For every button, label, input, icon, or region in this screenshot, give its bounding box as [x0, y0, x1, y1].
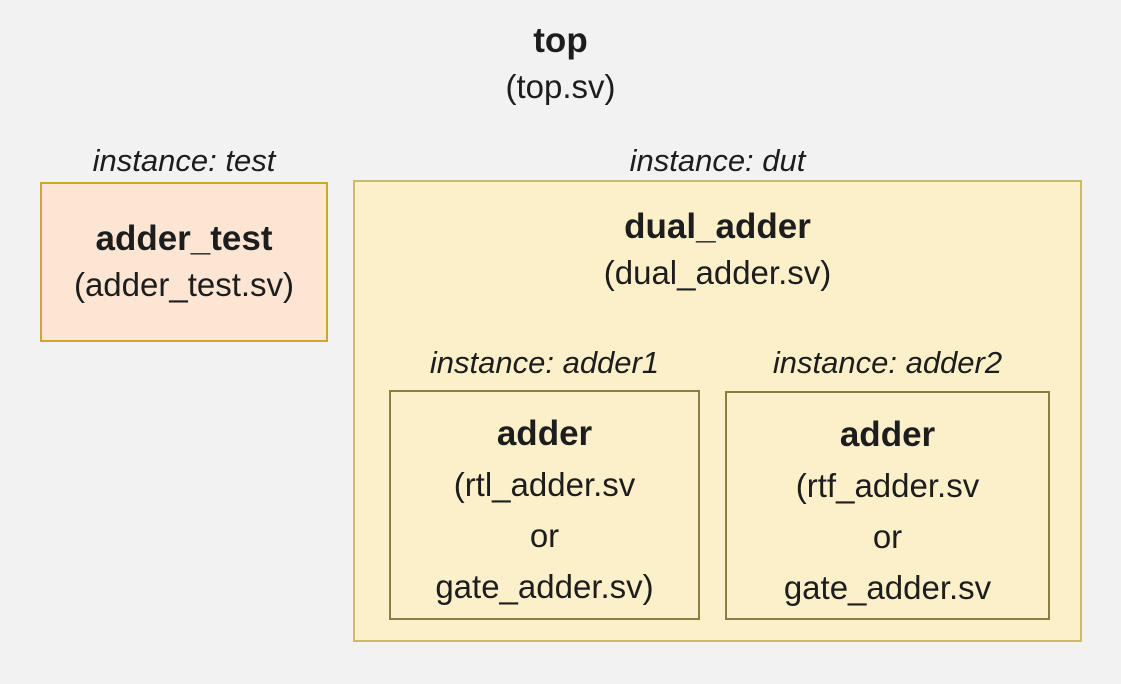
adder1-file-line: gate_adder.sv)	[435, 568, 654, 605]
dual-adder-title: dual_adder (dual_adder.sv)	[355, 204, 1080, 296]
adder1-box: adder (rtl_adder.sv or gate_adder.sv)	[389, 390, 700, 620]
adder1-file-line: or	[529, 517, 560, 554]
adder1-file-line: (rtl_adder.sv	[453, 466, 636, 503]
adder2-file-line: (rtf_adder.sv	[795, 466, 980, 504]
adder2-file-line: or	[872, 517, 903, 555]
module-top-file: (top.sv)	[505, 68, 616, 105]
dual-adder-box: dual_adder (dual_adder.sv) instance: add…	[353, 180, 1082, 642]
adder-test-file: (adder_test.sv)	[73, 266, 295, 303]
adder-test-name: adder_test	[95, 219, 273, 258]
adder2-file-line: gate_adder.sv	[783, 568, 992, 606]
dual-adder-file: (dual_adder.sv)	[603, 254, 832, 291]
module-top: top (top.sv)	[0, 18, 1121, 110]
instance-adder2-label: instance: adder2	[772, 345, 1003, 380]
instance-adder1-label: instance: adder1	[429, 345, 660, 380]
adder2-box: adder (rtf_adder.sv or gate_adder.sv	[725, 391, 1050, 620]
adder2-name: adder	[839, 414, 936, 454]
instance-dut-label: instance: dut	[629, 143, 806, 178]
dual-adder-name: dual_adder	[624, 207, 811, 246]
instance-test-label: instance: test	[92, 143, 276, 178]
module-top-name: top	[533, 21, 588, 60]
adder-test-box: adder_test (adder_test.sv)	[40, 182, 328, 342]
adder1-name: adder	[496, 414, 593, 453]
